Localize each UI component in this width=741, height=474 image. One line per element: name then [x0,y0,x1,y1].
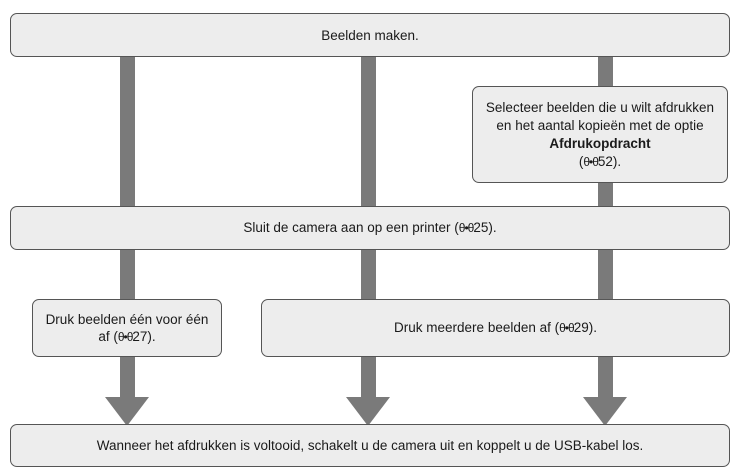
connector-left-bottom [120,357,135,400]
multi-text: Druk meerdere beelden af ( [394,320,560,335]
arrow-head-middle [346,397,390,426]
reference-book-icon: θ•θ [458,221,475,235]
single-text: Druk beelden één voor één af ( [45,311,209,344]
step-print-single: Druk beelden één voor één af (θ•θ27). [32,299,222,357]
connector-right-lower [598,250,613,300]
connector-right-bottom [598,357,613,400]
single-page-ref: 27 [132,328,148,344]
reference-book-icon: θ•θ [583,154,599,169]
connect-text: Sluit de camera aan op een printer ( [243,220,459,235]
connect-page-ref: 25 [473,220,489,235]
step-connect-printer: Sluit de camera aan op een printer (θ•θ2… [10,206,730,250]
connector-right-mid [598,182,613,207]
step-capture-text: Beelden maken. [321,27,419,43]
step-select-print-order: Selecteer beelden die u wilt afdrukken e… [472,86,728,183]
multi-page-ref: 29 [573,320,589,335]
select-text: Selecteer beelden die u wilt afdrukken e… [485,99,715,133]
arrow-head-right [583,397,627,426]
print-order-option: Afdrukopdracht [549,135,651,151]
reference-book-icon: θ•θ [117,329,134,344]
reference-book-icon: θ•θ [559,321,575,335]
step-print-multiple: Druk meerdere beelden af (θ•θ29). [261,299,730,357]
connector-left-upper [120,57,135,207]
step-finish-disconnect: Wanneer het afdrukken is voltooid, schak… [10,424,730,467]
finish-text: Wanneer het afdrukken is voltooid, schak… [96,438,644,453]
connector-middle-upper [361,57,376,207]
connector-left-lower [120,250,135,300]
arrow-head-left [105,397,149,426]
step-capture-images: Beelden maken. [10,13,730,57]
connector-right-upper [598,57,613,89]
select-page-ref: 52 [597,153,613,169]
